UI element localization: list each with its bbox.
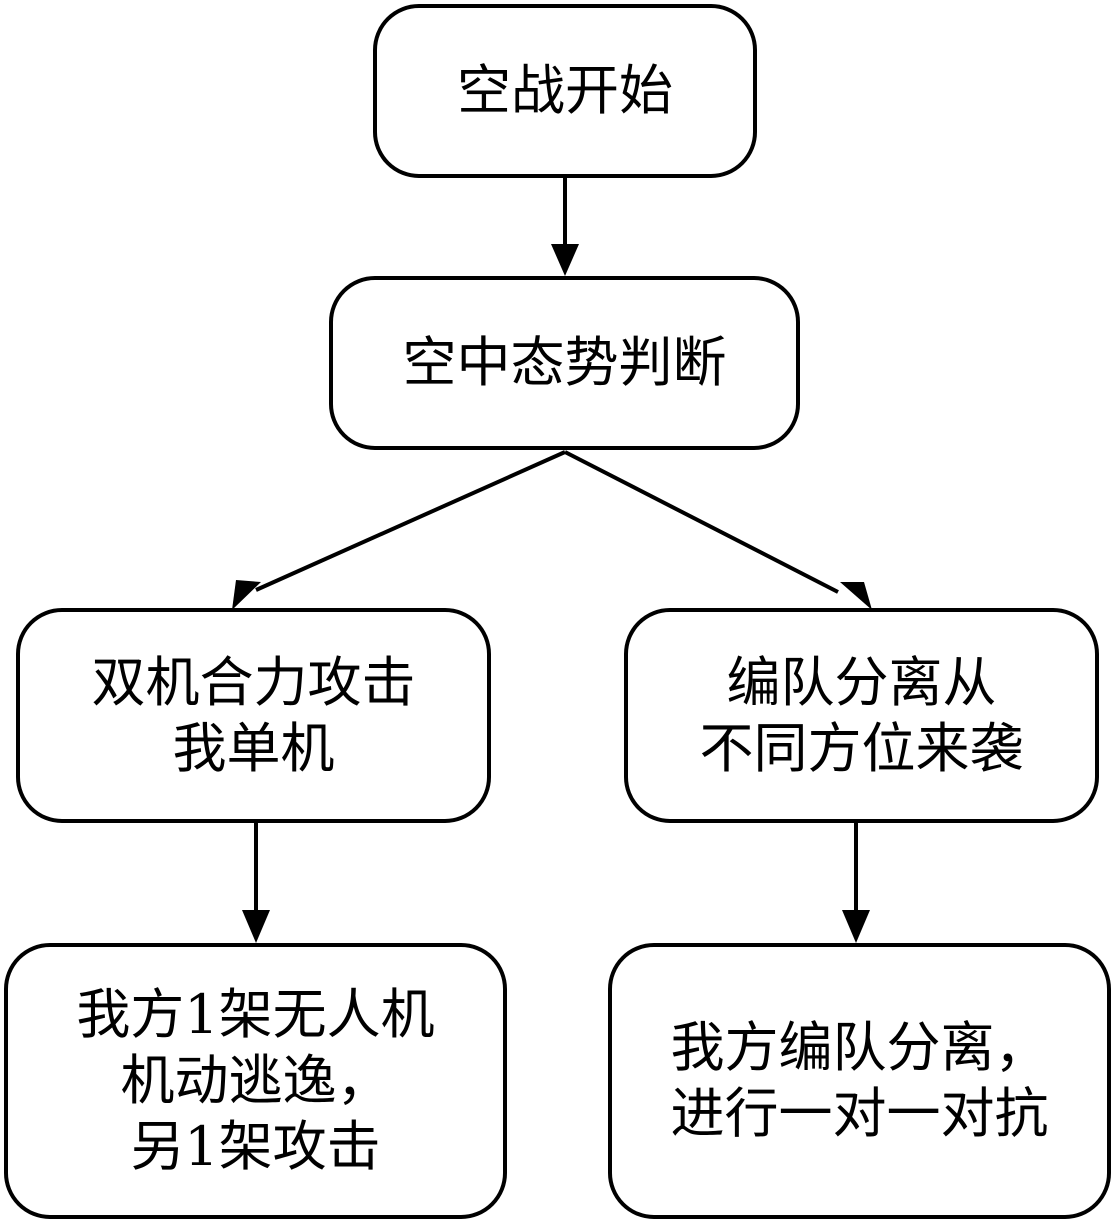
edge-assess-to-right-condition — [564, 450, 839, 594]
arrowhead-assess-to-left-condition — [232, 580, 261, 610]
arrowhead-left-condition-to-left-response — [242, 910, 270, 943]
node-left-condition: 双机合力攻击 我单机 — [16, 608, 491, 823]
node-left-response-line-2: 机动逃逸， — [120, 1049, 391, 1113]
node-situation-assessment: 空中态势判断 — [329, 276, 800, 450]
node-right-condition-line-1: 编队分离从 — [726, 650, 997, 714]
arrowhead-assess-to-right-condition — [840, 582, 872, 610]
node-left-condition-line-2: 我单机 — [172, 716, 335, 780]
arrowhead-right-condition-to-right-response — [842, 910, 870, 943]
edge-assess-to-left-condition — [255, 450, 566, 592]
node-left-response: 我方1架无人机 机动逃逸， 另1架攻击 — [4, 943, 507, 1219]
node-right-condition-line-2: 不同方位来袭 — [699, 716, 1024, 780]
node-right-response-line-1: 我方编队分离， — [670, 1016, 1049, 1080]
node-right-response-line-2: 进行一对一对抗 — [670, 1082, 1049, 1145]
node-left-condition-line-1: 双机合力攻击 — [91, 650, 416, 714]
node-right-response: 我方编队分离， 进行一对一对抗 — [608, 943, 1111, 1219]
node-left-response-line-3: 另1架攻击 — [130, 1114, 381, 1178]
node-left-response-line-1: 我方1架无人机 — [76, 983, 435, 1047]
arrowhead-start-to-assess — [551, 244, 579, 276]
node-right-condition: 编队分离从 不同方位来袭 — [624, 608, 1099, 823]
node-start: 空战开始 — [373, 4, 757, 178]
node-start-text: 空战开始 — [457, 59, 673, 123]
node-situation-assessment-text: 空中态势判断 — [402, 331, 727, 395]
